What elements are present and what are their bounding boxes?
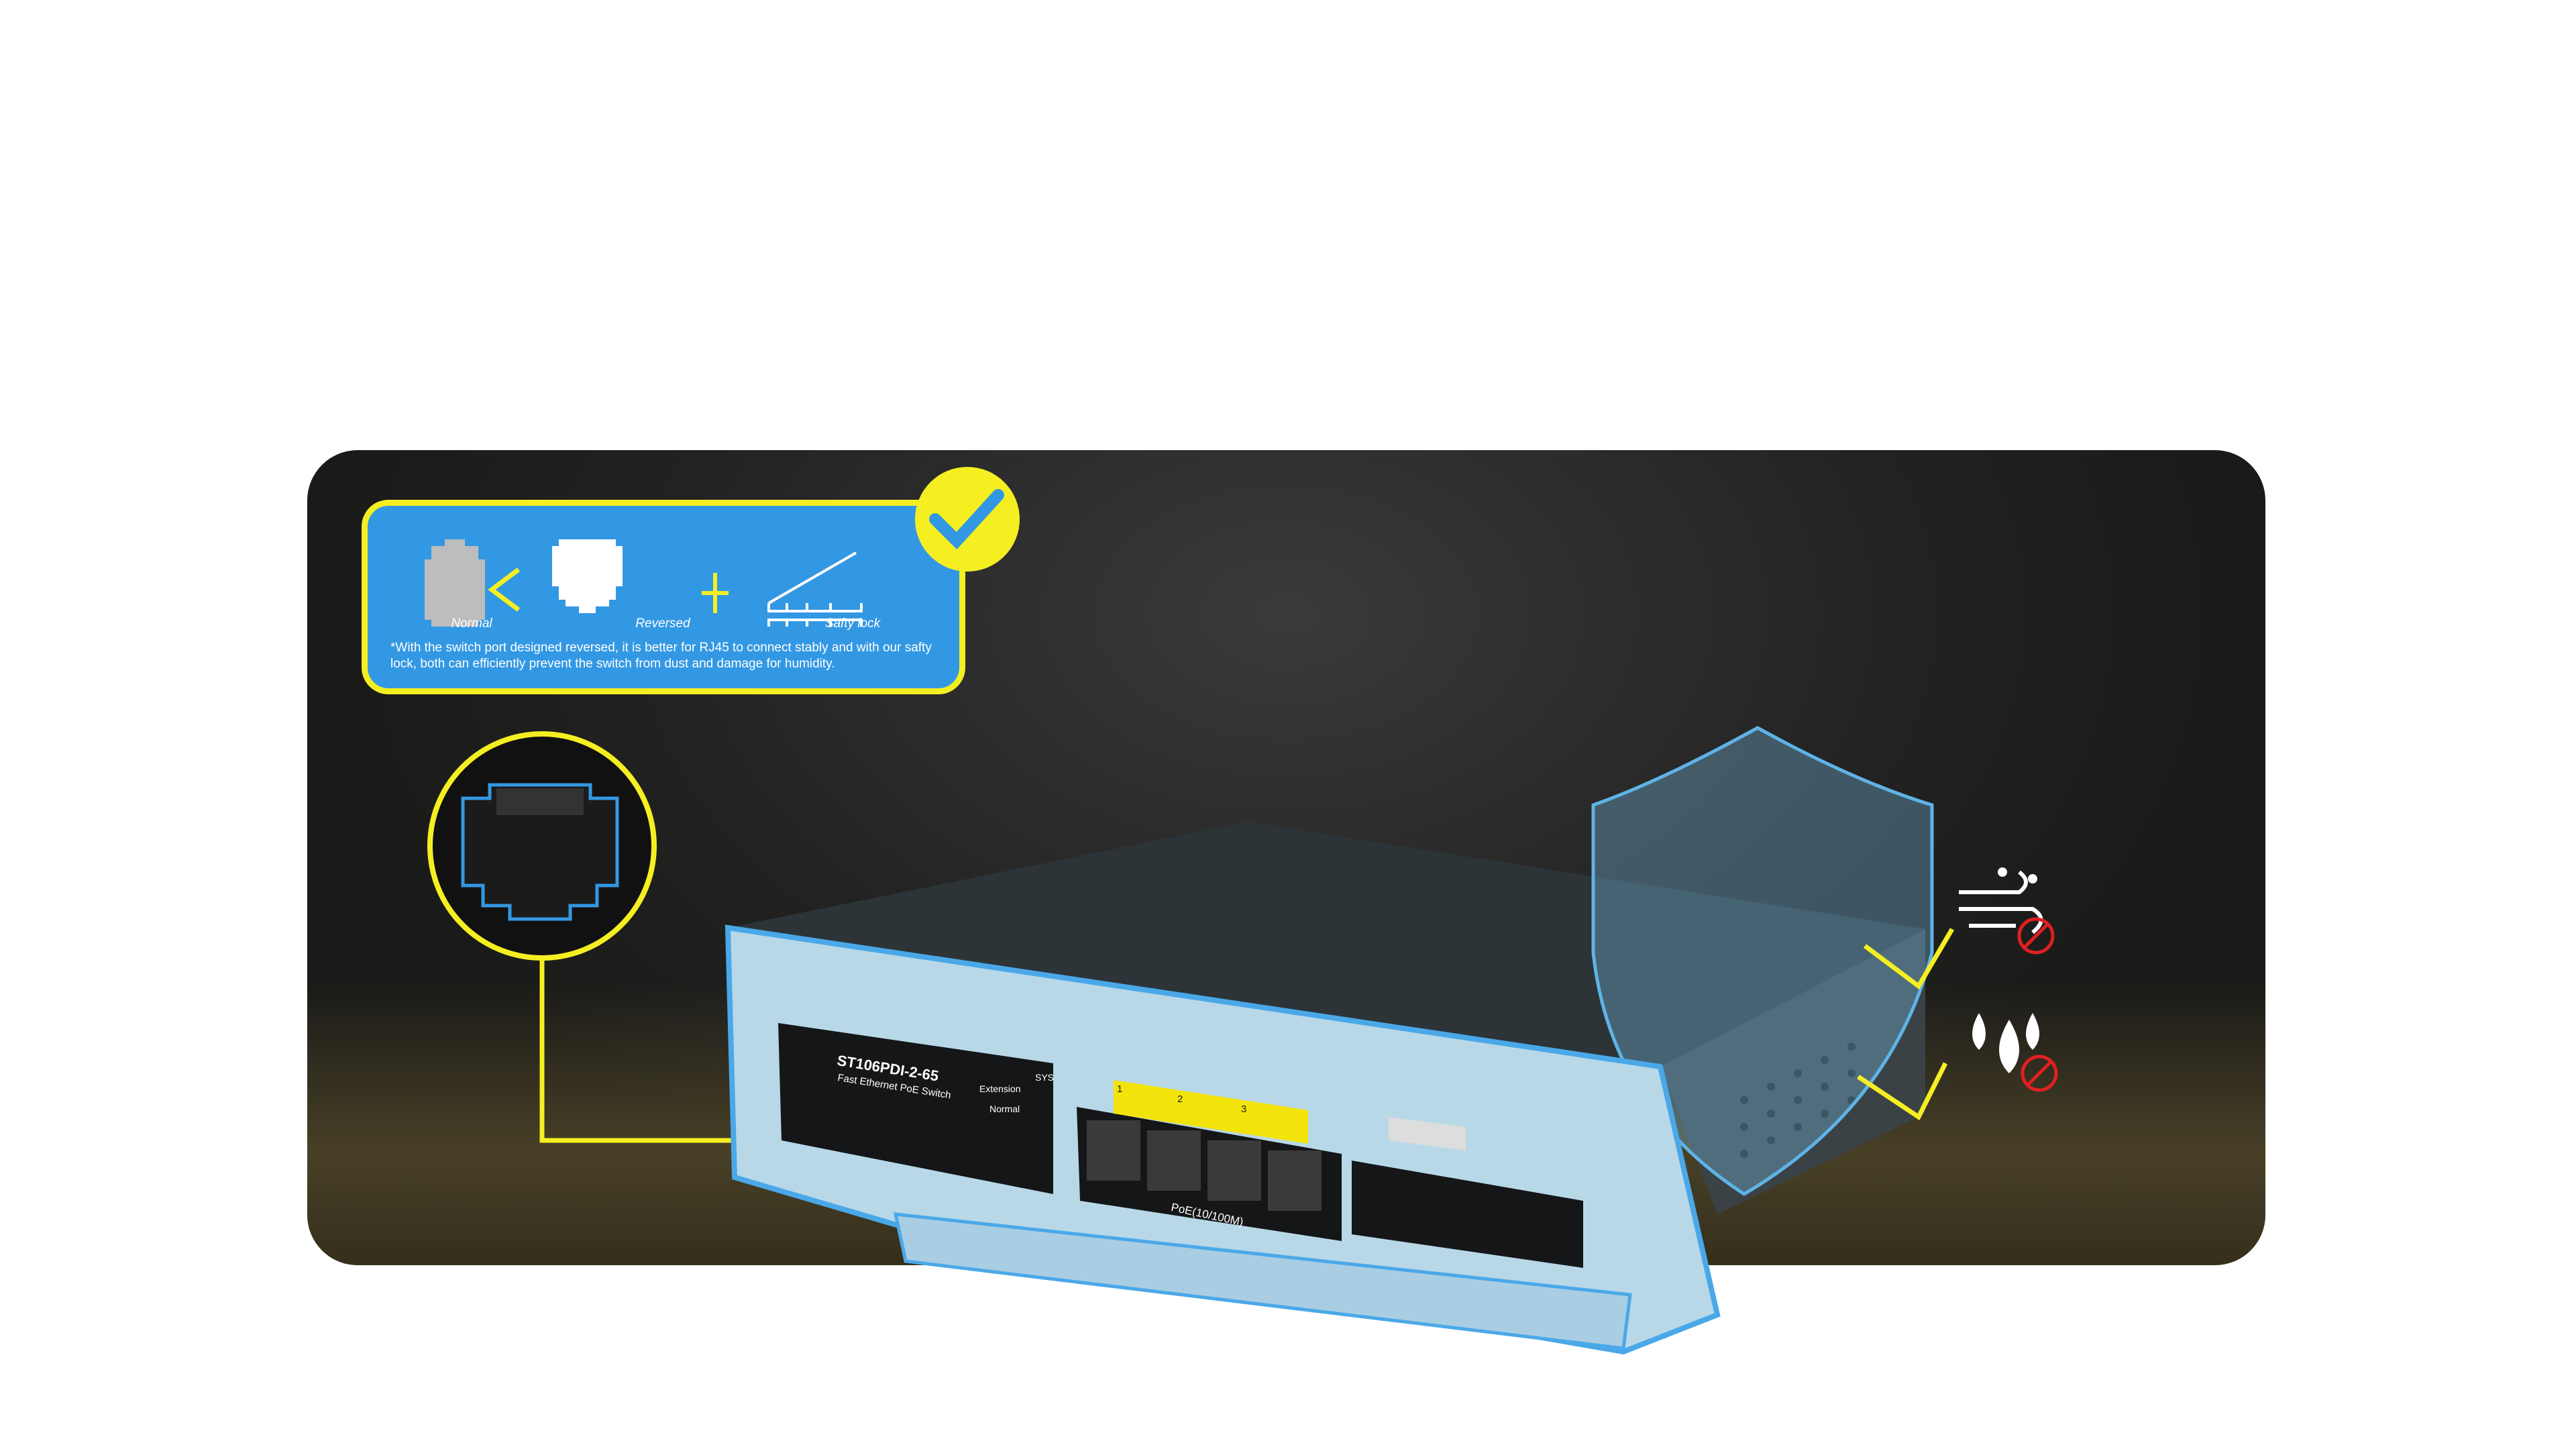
less-than-icon [488, 568, 521, 612]
port-number-3: 3 [1241, 1104, 1247, 1115]
port-number-2: 2 [1177, 1093, 1183, 1105]
safety-lock-bar [893, 1212, 1632, 1350]
extension-label: Extension [979, 1083, 1021, 1094]
sys-label: SYS [1035, 1072, 1055, 1083]
switch-top [728, 822, 1925, 1067]
switch-side [1660, 929, 1925, 1214]
plus-icon [702, 573, 729, 613]
water-drops-icon [1972, 1013, 2039, 1073]
safety-lock-icon [767, 551, 863, 627]
port-label-strip [1114, 1080, 1308, 1144]
safety-lock-label: Safty lock [824, 616, 881, 631]
no-dust-icon [2017, 917, 2055, 955]
info-note: *With the switch port designed reversed,… [390, 641, 932, 671]
comparison-icons [425, 539, 863, 627]
reversed-label: Reversed [635, 616, 690, 631]
uplink-label-strip [1389, 1117, 1466, 1150]
uplink-port-block [1352, 1161, 1583, 1268]
rj45-port-normal-icon [425, 539, 485, 627]
water-arrow [1857, 1062, 1948, 1121]
vent-holes [1740, 1042, 1856, 1158]
dust-arrow [1863, 928, 1955, 990]
no-water-icon [2021, 1055, 2058, 1092]
rj45-ports [1087, 1120, 1322, 1211]
normal-switch-label: Normal [989, 1104, 1020, 1114]
rj45-port-reversed-icon [552, 539, 623, 613]
label-plate [778, 1023, 1053, 1194]
normal-label: Normal [451, 616, 492, 631]
checkmark-icon [929, 489, 1004, 550]
port-magnifier [427, 731, 657, 961]
wind-dust-icon [1959, 867, 2043, 934]
port-number-1: 1 [1117, 1083, 1123, 1095]
info-box: Normal Reversed Safty lock *With the swi… [362, 500, 965, 694]
checkmark-badge [915, 467, 1020, 572]
